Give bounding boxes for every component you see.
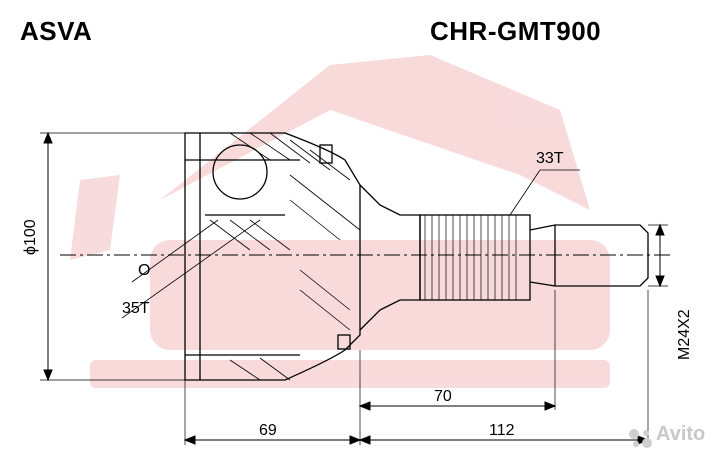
o-label: O	[138, 262, 151, 279]
length-left-dimension: 69	[259, 422, 277, 439]
part-number-label: CHR-GMT900	[430, 16, 602, 46]
inner-spline-label: 35T	[122, 300, 150, 317]
dimension-lines	[40, 131, 668, 445]
outer-spline-label: 33T	[536, 150, 564, 167]
thread-dimension: M24X2	[676, 309, 693, 360]
brand-label: ASVA	[20, 16, 93, 46]
section-hatching	[209, 132, 361, 381]
watermark-logo	[70, 55, 610, 388]
length-stem-dimension: 70	[434, 388, 452, 405]
diameter-dimension: ϕ100	[22, 219, 39, 255]
spline-teeth	[424, 215, 517, 300]
avito-logo-icon	[629, 429, 652, 448]
avito-watermark: Avito	[656, 423, 706, 445]
cv-joint-housing	[184, 132, 649, 381]
length-right-dimension: 112	[489, 422, 515, 439]
